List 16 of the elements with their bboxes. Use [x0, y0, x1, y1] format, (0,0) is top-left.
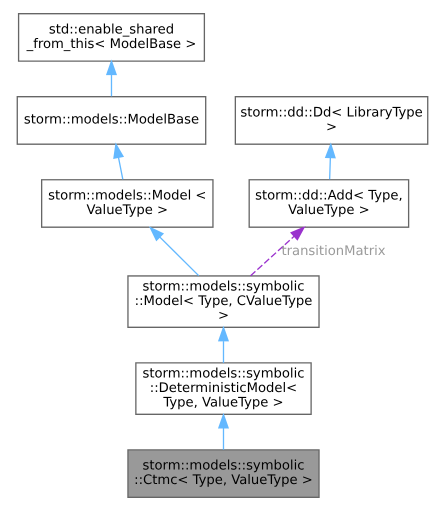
edge-label: transitionMatrix: [281, 244, 386, 259]
arrow: [250, 226, 306, 276]
node-box: storm::models::symbolic ::Ctmc< Type, ValueType >: [127, 449, 320, 498]
node-box: storm::dd::Dd< LibraryType >: [234, 96, 428, 145]
node-box: storm::dd::Add< Type, ValueType >: [248, 179, 410, 228]
node-box: std::enable_shared _from_this< ModelBase >: [18, 13, 206, 62]
arrow: [218, 412, 230, 450]
arrow: [218, 326, 230, 363]
arrow: [324, 142, 336, 180]
node-box: storm::models::symbolic ::Model< Type, CValueType >: [127, 275, 320, 328]
node-box: storm::models::Model < ValueType >: [41, 179, 214, 228]
arrow: [106, 59, 118, 96]
node-box: storm::models::ModelBase: [16, 96, 206, 145]
node-box: storm::models::symbolic ::DeterministicModel< Type, ValueType >: [135, 362, 312, 415]
arrow: [113, 142, 124, 180]
arrow: [148, 226, 200, 276]
